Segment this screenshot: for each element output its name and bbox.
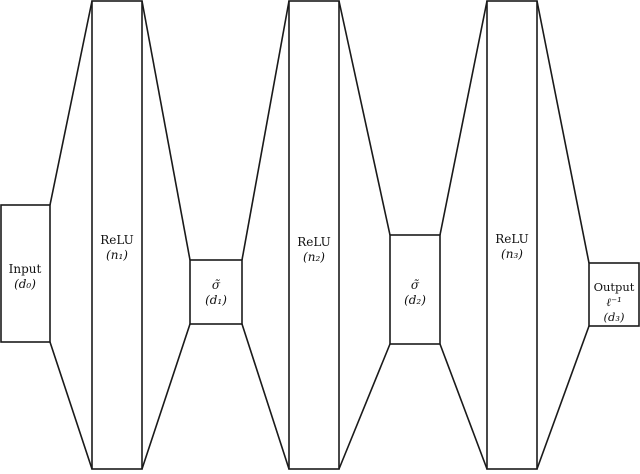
output-name: Output bbox=[593, 280, 635, 294]
input-dim: (d₀) bbox=[14, 277, 36, 291]
relu1-name: ReLU bbox=[100, 233, 134, 247]
input-label: Input (d₀) bbox=[9, 262, 42, 292]
sigma1-box bbox=[189, 259, 243, 325]
relu2-dim: (n₂) bbox=[303, 250, 325, 264]
connector-bottom-input-to-relu1 bbox=[49, 341, 93, 470]
connector-bottom-relu3-to-output bbox=[536, 325, 590, 470]
relu3-label: ReLU (n₃) bbox=[495, 232, 529, 262]
connector-bottom-relu2-to-sigma2 bbox=[338, 343, 391, 470]
relu3-dim: (n₃) bbox=[501, 247, 523, 261]
relu2-label: ReLU (n₂) bbox=[297, 235, 331, 265]
sigma2-box bbox=[389, 234, 441, 345]
connector-bottom-sigma1-to-relu2 bbox=[241, 323, 290, 470]
connector-top-relu3-to-output bbox=[536, 0, 590, 264]
relu2-box bbox=[288, 0, 340, 470]
input-name: Input bbox=[8, 262, 42, 276]
output-inverse-link: ℓ⁻¹ bbox=[606, 295, 622, 309]
sigma1-dim: (d₁) bbox=[205, 293, 227, 307]
sigma2-dim: (d₂) bbox=[404, 293, 426, 307]
connector-top-input-to-relu1 bbox=[49, 0, 93, 206]
output-label: Output ℓ⁻¹ (d₃) bbox=[594, 280, 635, 325]
relu3-box bbox=[486, 0, 538, 470]
relu2-name: ReLU bbox=[297, 235, 331, 249]
connector-bottom-sigma2-to-relu3 bbox=[439, 343, 488, 470]
relu3-name: ReLU bbox=[495, 232, 529, 246]
output-dim: (d₃) bbox=[603, 310, 625, 324]
sigma2-name: σ̃ bbox=[410, 278, 420, 292]
connector-top-relu2-to-sigma2 bbox=[338, 0, 391, 236]
input-box bbox=[0, 204, 51, 343]
sigma1-label: σ̃ (d₁) bbox=[205, 278, 227, 308]
relu1-label: ReLU (n₁) bbox=[100, 233, 134, 263]
connector-bottom-relu1-to-sigma1 bbox=[141, 323, 191, 470]
sigma1-name: σ̃ bbox=[211, 278, 221, 292]
relu1-box bbox=[91, 0, 143, 470]
connector-top-sigma2-to-relu3 bbox=[439, 0, 488, 236]
connector-top-relu1-to-sigma1 bbox=[141, 0, 191, 261]
output-box bbox=[588, 262, 640, 327]
sigma2-label: σ̃ (d₂) bbox=[404, 278, 426, 308]
relu1-dim: (n₁) bbox=[106, 248, 128, 262]
connector-top-sigma1-to-relu2 bbox=[241, 0, 290, 261]
